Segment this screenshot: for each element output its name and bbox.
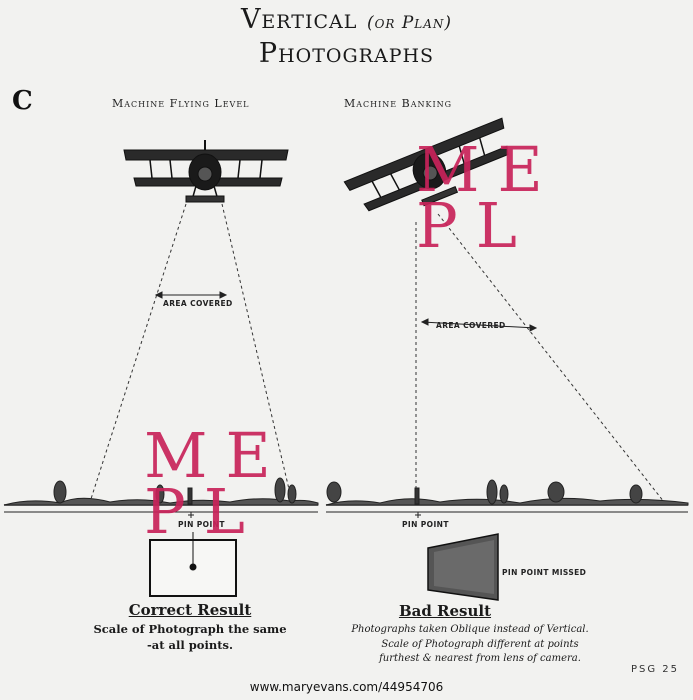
title-line-1: Vertical (or Plan) [0,4,693,35]
title-line-2: Photographs [258,38,435,69]
watermark-top: ME PL [416,133,561,262]
bad-result-line-1: Photographs taken Oblique instead of Ver… [351,624,589,635]
title-sub: (or Plan) [366,13,453,33]
bad-result-line-2: Scale of Photograph different at points [381,639,579,650]
pin-missed-label: PIN POINT MISSED [502,568,587,577]
panel-letter: C [12,86,33,116]
correct-result-line-2: -at all points. [147,638,233,652]
left-area-arrow [154,291,228,299]
left-ground [3,477,319,513]
right-pin-marker [415,512,421,518]
watermark-top-line-1: ME [416,133,561,206]
left-pin-label: PIN POINT [178,520,225,529]
correct-photo-frame [149,532,237,597]
footer-url: www.maryevans.com/44954706 [249,680,444,694]
right-ground [325,479,689,513]
right-heading: Machine Banking [344,97,453,110]
right-view-cone [415,213,665,503]
airplane-banking-icon [343,117,509,212]
bad-photo-frame [427,533,499,601]
title-main: Vertical [240,4,358,35]
left-area-label: AREA COVERED [163,299,233,308]
bad-result-title: Bad Result [398,602,492,620]
left-heading: Machine Flying Level [112,97,250,110]
airplane-level-icon [123,140,289,203]
right-area-label: AREA COVERED [436,321,506,330]
left-pin-marker [188,512,194,518]
plate-code: PSG 25 [630,664,679,675]
watermark-bottom-line-2: PL [144,475,263,548]
watermark-bottom-line-1: ME [144,419,289,492]
correct-result-line-1: Scale of Photograph the same [93,622,287,636]
left-view-cone [89,203,293,503]
correct-result-title: Correct Result [128,601,252,619]
watermark-bottom: ME PL [144,419,289,548]
bad-result-line-3: furthest & nearest from lens of camera. [379,653,581,664]
watermark-top-line-2: PL [416,189,535,262]
right-area-arrow [420,318,538,332]
right-pin-label: PIN POINT [402,520,449,529]
